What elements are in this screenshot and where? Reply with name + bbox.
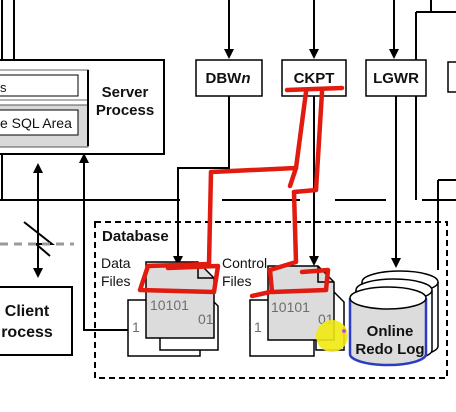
- dbwn-suffix: n: [241, 70, 250, 87]
- server-process-label-1: Server: [102, 84, 149, 101]
- database-box: [94, 221, 448, 379]
- lgwr-label: LGWR: [373, 70, 419, 87]
- dbwn-prefix: DBW: [206, 70, 243, 87]
- sga-block: [0, 59, 165, 155]
- data-file-bits-partial: 01: [198, 311, 214, 327]
- sga-row-top: s: [0, 80, 7, 95]
- online-redo-log-icon: [348, 270, 439, 367]
- control-files-label-2: Files: [222, 273, 252, 289]
- instance-box: [0, 0, 456, 201]
- client-process-label-1: Client: [5, 303, 50, 320]
- control-file-bits: 10101: [271, 299, 310, 315]
- data-files-label-2: Files: [101, 273, 131, 289]
- online-redo-log-label-1: Online: [367, 323, 414, 340]
- client-process-box: [0, 286, 73, 356]
- dbwn-box: [195, 59, 263, 97]
- server-to-datafiles-line: [83, 162, 128, 331]
- client-process-label-2: rocess: [1, 324, 53, 341]
- dbwn-to-datafiles-arrow: [173, 96, 230, 266]
- dbwn-label: DBWn: [206, 70, 251, 87]
- online-redo-log-label-2: Redo Log: [355, 341, 424, 358]
- red-annotation: [137, 85, 345, 299]
- server-process-label-2: Process: [96, 102, 154, 119]
- shared-sql-area-label: e SQL Area: [0, 115, 72, 131]
- highlight-spot: [316, 320, 348, 352]
- data-files-label-1: Data: [101, 255, 131, 271]
- ckpt-label: CKPT: [294, 70, 335, 87]
- control-files-label-1: Control: [222, 255, 267, 271]
- cursor-marker: [342, 329, 346, 333]
- control-file-bits-back: 1: [254, 319, 262, 335]
- data-files-icon: [127, 261, 219, 357]
- data-file-bits: 10101: [150, 297, 189, 313]
- data-file-bits-back: 1: [132, 319, 140, 335]
- extra-process-box: [447, 61, 456, 93]
- database-label: Database: [102, 228, 169, 245]
